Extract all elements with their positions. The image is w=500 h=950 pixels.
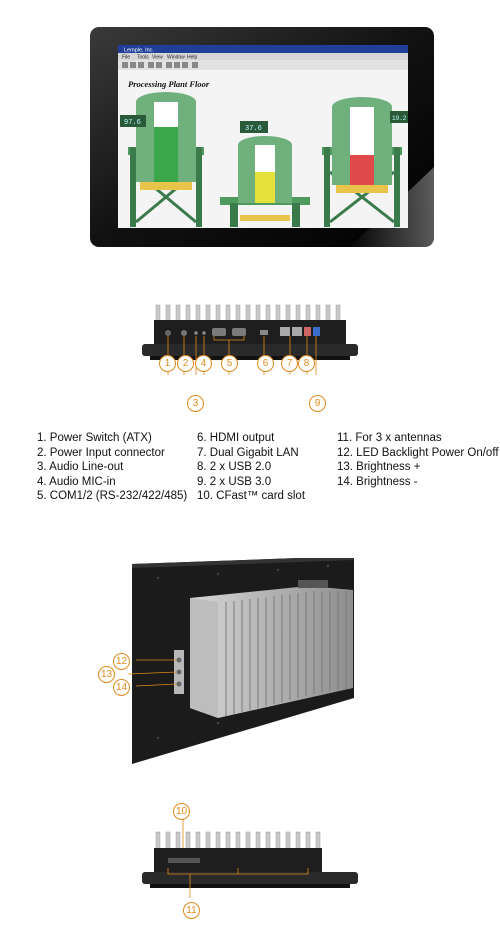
callout-2: 2 xyxy=(177,355,194,372)
callout-8: 8 xyxy=(298,355,315,372)
legend-column-3: 11. For 3 x antennas 12. LED Backlight P… xyxy=(337,431,499,489)
legend-column-1: 1. Power Switch (ATX) 2. Power Input con… xyxy=(37,431,187,504)
callout-7: 7 xyxy=(281,355,298,372)
legend-item: 7. Dual Gigabit LAN xyxy=(197,446,299,459)
panel-pc-rear-view xyxy=(128,558,354,764)
middle-tank xyxy=(220,136,310,227)
callout-5: 5 xyxy=(221,355,238,372)
legend-item: 1. Power Switch (ATX) xyxy=(37,432,152,444)
legend-item: 2. Power Input connector xyxy=(37,446,165,459)
legend-item: 6. HDMI output xyxy=(197,432,275,444)
right-tank xyxy=(322,97,402,227)
menu-file[interactable]: File xyxy=(122,55,130,61)
callout-4: 4 xyxy=(195,355,212,372)
panel-pc-io-view xyxy=(142,304,358,375)
callout-14: 14 xyxy=(113,679,130,696)
callout-13: 13 xyxy=(98,666,115,683)
menu-help[interactable]: Help xyxy=(187,55,198,61)
callout-1: 1 xyxy=(159,355,176,372)
tank-readout-left: 97.6 xyxy=(124,119,141,127)
panel-pc-top-view xyxy=(142,818,358,898)
legend-item: 10. CFast™ card slot xyxy=(197,490,306,503)
legend-item: 4. Audio MIC-in xyxy=(37,475,116,488)
callout-10: 10 xyxy=(173,803,190,820)
screen-heading: Processing Plant Floor xyxy=(128,79,210,89)
legend-item: 8. 2 x USB 2.0 xyxy=(197,461,272,474)
callout-6: 6 xyxy=(257,355,274,372)
callout-9: 9 xyxy=(309,395,326,412)
legend-item: 12. LED Backlight Power On/off xyxy=(337,446,499,459)
legend-item: 11. For 3 x antennas xyxy=(337,432,442,444)
tank-readout-middle: 37.6 xyxy=(245,125,262,133)
legend-item: 14. Brightness - xyxy=(337,475,418,488)
legend-item: 5. COM1/2 (RS-232/422/485) xyxy=(37,490,188,503)
legend-item: 3. Audio Line-out xyxy=(37,461,124,474)
window-title: Lemple, Inc. xyxy=(124,48,154,54)
menu-tools[interactable]: Tools xyxy=(137,55,149,61)
panel-pc-front-view: Lemple, Inc. File Tools View Window Help… xyxy=(90,27,434,247)
legend-item: 13. Brightness + xyxy=(337,461,421,474)
legend-column-2: 6. HDMI output 7. Dual Gigabit LAN 8. 2 … xyxy=(197,431,305,504)
menu-view[interactable]: View xyxy=(152,55,163,61)
callout-3: 3 xyxy=(187,395,204,412)
legend-item: 9. 2 x USB 3.0 xyxy=(197,475,272,488)
callout-11: 11 xyxy=(183,902,200,919)
tank-readout-right: 19.2 xyxy=(392,115,407,122)
menu-window[interactable]: Window xyxy=(167,55,185,61)
callout-12: 12 xyxy=(113,653,130,670)
